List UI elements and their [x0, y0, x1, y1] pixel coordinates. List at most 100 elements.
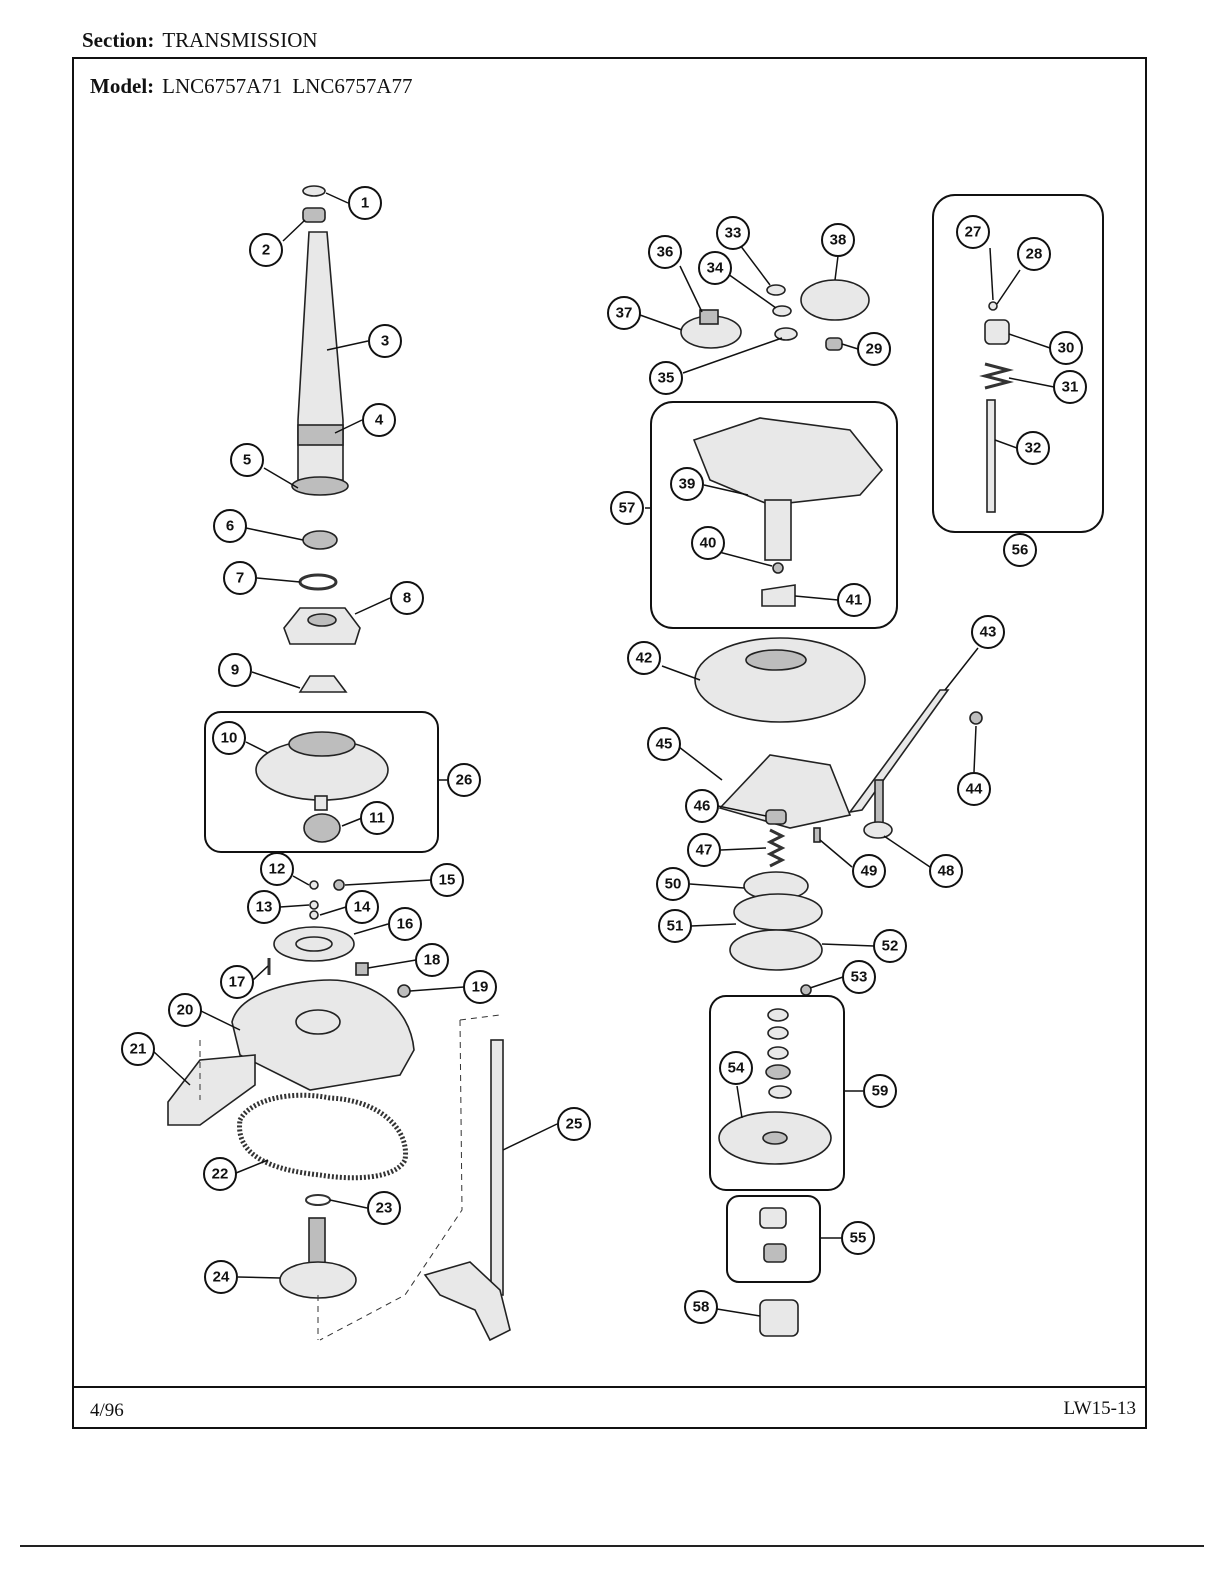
callout-32: 32: [1016, 431, 1050, 465]
callout-49: 49: [852, 854, 886, 888]
svg-text:47: 47: [696, 842, 713, 859]
callout-13: 13: [247, 890, 281, 924]
svg-text:22: 22: [212, 1166, 229, 1183]
callout-26: 26: [447, 763, 481, 797]
callout-6: 6: [213, 509, 247, 543]
model-label: Model:: [90, 74, 155, 98]
svg-text:54: 54: [728, 1060, 745, 1077]
model-number-2: LNC6757A77: [292, 74, 413, 98]
callout-33: 33: [716, 216, 750, 250]
callout-17: 17: [220, 965, 254, 999]
callout-39: 39: [670, 467, 704, 501]
svg-text:32: 32: [1025, 440, 1042, 457]
page-code: LW15-13: [1063, 1398, 1136, 1419]
svg-text:11: 11: [369, 810, 385, 827]
callout-56: 56: [1003, 533, 1037, 567]
callout-14: 14: [345, 890, 379, 924]
callout-45: 45: [647, 727, 681, 761]
callout-19: 19: [463, 970, 497, 1004]
svg-text:37: 37: [616, 305, 633, 322]
svg-text:10: 10: [221, 730, 238, 747]
callout-42: 42: [627, 641, 661, 675]
svg-text:14: 14: [354, 899, 371, 916]
svg-text:16: 16: [397, 916, 414, 933]
svg-text:8: 8: [403, 590, 411, 607]
svg-text:6: 6: [226, 518, 234, 535]
svg-text:18: 18: [424, 952, 441, 969]
svg-text:57: 57: [619, 500, 636, 517]
svg-text:51: 51: [667, 918, 684, 935]
svg-text:21: 21: [130, 1041, 147, 1058]
svg-text:25: 25: [566, 1116, 583, 1133]
callout-44: 44: [957, 772, 991, 806]
callout-labels: 1 2 3 4 5 6 7 8 9 10 11 12 13 14 15 16 1…: [121, 186, 1087, 1324]
svg-text:39: 39: [679, 476, 696, 493]
callout-51: 51: [658, 909, 692, 943]
svg-text:50: 50: [665, 876, 682, 893]
callout-10: 10: [212, 721, 246, 755]
svg-text:49: 49: [861, 863, 878, 880]
callout-58: 58: [684, 1290, 718, 1324]
svg-text:12: 12: [269, 861, 286, 878]
callout-7: 7: [223, 561, 257, 595]
callout-2: 2: [249, 233, 283, 267]
callout-4: 4: [362, 403, 396, 437]
callout-18: 18: [415, 943, 449, 977]
model-number-1: LNC6757A71: [162, 74, 283, 98]
svg-text:7: 7: [236, 570, 244, 587]
callout-53: 53: [842, 960, 876, 994]
callout-37: 37: [607, 296, 641, 330]
callout-41: 41: [837, 583, 871, 617]
svg-text:15: 15: [439, 872, 456, 889]
callout-57: 57: [610, 491, 644, 525]
callout-5: 5: [230, 443, 264, 477]
svg-text:52: 52: [882, 938, 899, 955]
callout-24: 24: [204, 1260, 238, 1294]
svg-text:4: 4: [375, 412, 384, 429]
group-box-55: [726, 1195, 821, 1283]
svg-text:31: 31: [1062, 379, 1079, 396]
svg-text:36: 36: [657, 244, 674, 261]
callout-1: 1: [348, 186, 382, 220]
svg-text:28: 28: [1026, 246, 1043, 263]
callout-12: 12: [260, 852, 294, 886]
callout-55: 55: [841, 1221, 875, 1255]
svg-text:35: 35: [658, 370, 675, 387]
svg-text:33: 33: [725, 225, 742, 242]
group-box-56: [932, 194, 1104, 533]
group-box-57: [650, 401, 898, 629]
callout-23: 23: [367, 1191, 401, 1225]
callout-8: 8: [390, 581, 424, 615]
leader-lines: [152, 192, 1055, 1317]
callout-22: 22: [203, 1157, 237, 1191]
svg-text:2: 2: [262, 242, 270, 259]
section-label: Section:: [82, 28, 155, 52]
section-value: TRANSMISSION: [162, 28, 318, 52]
svg-text:44: 44: [966, 781, 983, 798]
diagram-frame: [72, 57, 1147, 1429]
svg-text:58: 58: [693, 1299, 710, 1316]
callout-28: 28: [1017, 237, 1051, 271]
svg-text:26: 26: [456, 772, 473, 789]
revision-date: 4/96: [90, 1400, 124, 1421]
svg-text:13: 13: [256, 899, 273, 916]
callout-29: 29: [857, 332, 891, 366]
callout-47: 47: [687, 833, 721, 867]
svg-text:42: 42: [636, 650, 653, 667]
callout-20: 20: [168, 993, 202, 1027]
callout-11: 11: [360, 801, 394, 835]
callout-36: 36: [648, 235, 682, 269]
callout-59: 59: [863, 1074, 897, 1108]
footer-divider: [72, 1386, 1147, 1388]
model-line: Model: LNC6757A71 LNC6757A77: [90, 74, 423, 99]
svg-text:23: 23: [376, 1200, 393, 1217]
callout-52: 52: [873, 929, 907, 963]
callout-43: 43: [971, 615, 1005, 649]
group-box-59: [709, 995, 845, 1191]
svg-text:20: 20: [177, 1002, 194, 1019]
svg-text:55: 55: [850, 1230, 867, 1247]
callout-16: 16: [388, 907, 422, 941]
callout-15: 15: [430, 863, 464, 897]
svg-text:53: 53: [851, 969, 868, 986]
svg-text:45: 45: [656, 736, 673, 753]
